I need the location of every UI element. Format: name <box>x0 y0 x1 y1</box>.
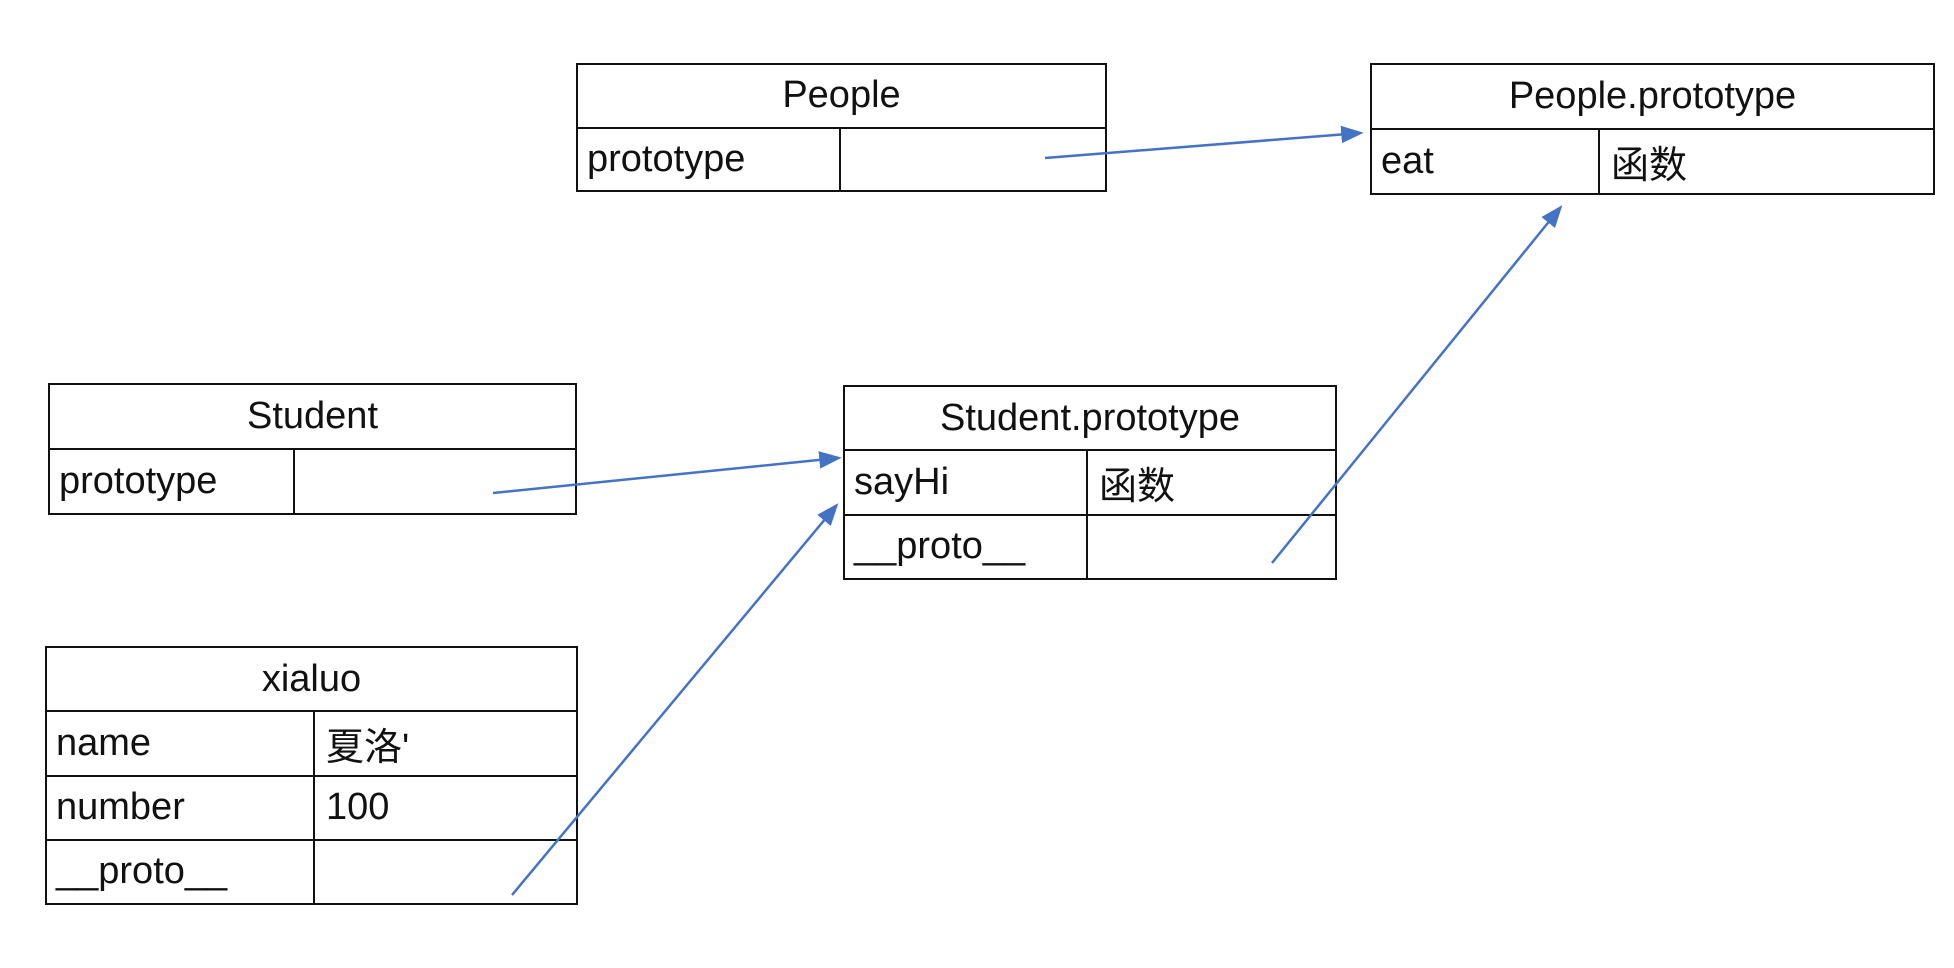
cell-key: sayHi <box>845 451 1088 514</box>
cell-key: eat <box>1372 130 1600 193</box>
table-row: __proto__ <box>845 515 1335 578</box>
table-row: eat 函数 <box>1372 130 1933 193</box>
cell-value <box>841 129 1105 191</box>
cell-key: __proto__ <box>845 515 1088 578</box>
cell-value <box>295 450 575 513</box>
table-row: __proto__ <box>47 840 576 903</box>
cell-value: 夏洛' <box>326 726 410 769</box>
table-student-title: Student <box>50 385 575 450</box>
table-row: name 夏洛' <box>47 712 576 777</box>
table-student-prototype-title: Student.prototype <box>845 387 1335 452</box>
table-xialuo-title: xialuo <box>47 648 576 713</box>
cell-value: 函数 <box>1099 465 1176 508</box>
cell-value: 100 <box>326 786 390 829</box>
table-row: prototype <box>578 128 1105 191</box>
cell-key: name <box>47 712 315 775</box>
cell-key: prototype <box>50 450 295 513</box>
cell-key: number <box>47 776 315 839</box>
table-people: People prototype <box>576 63 1107 192</box>
table-student-prototype: Student.prototype sayHi 函数 __proto__ <box>843 385 1337 580</box>
table-people-title: People <box>578 65 1105 129</box>
cell-key: prototype <box>578 128 841 190</box>
table-row: sayHi 函数 <box>845 451 1335 516</box>
table-people-prototype-title: People.prototype <box>1372 65 1933 130</box>
table-student: Student prototype <box>48 383 577 515</box>
table-row: prototype <box>50 450 575 513</box>
table-people-prototype: People.prototype eat 函数 <box>1370 63 1935 195</box>
cell-value <box>315 841 576 903</box>
cell-value <box>1088 516 1335 578</box>
table-row: number 100 <box>47 776 576 841</box>
cell-value: 函数 <box>1611 145 1688 187</box>
cell-key: __proto__ <box>47 840 315 903</box>
table-xialuo: xialuo name 夏洛' number 100 __proto__ <box>45 646 578 905</box>
